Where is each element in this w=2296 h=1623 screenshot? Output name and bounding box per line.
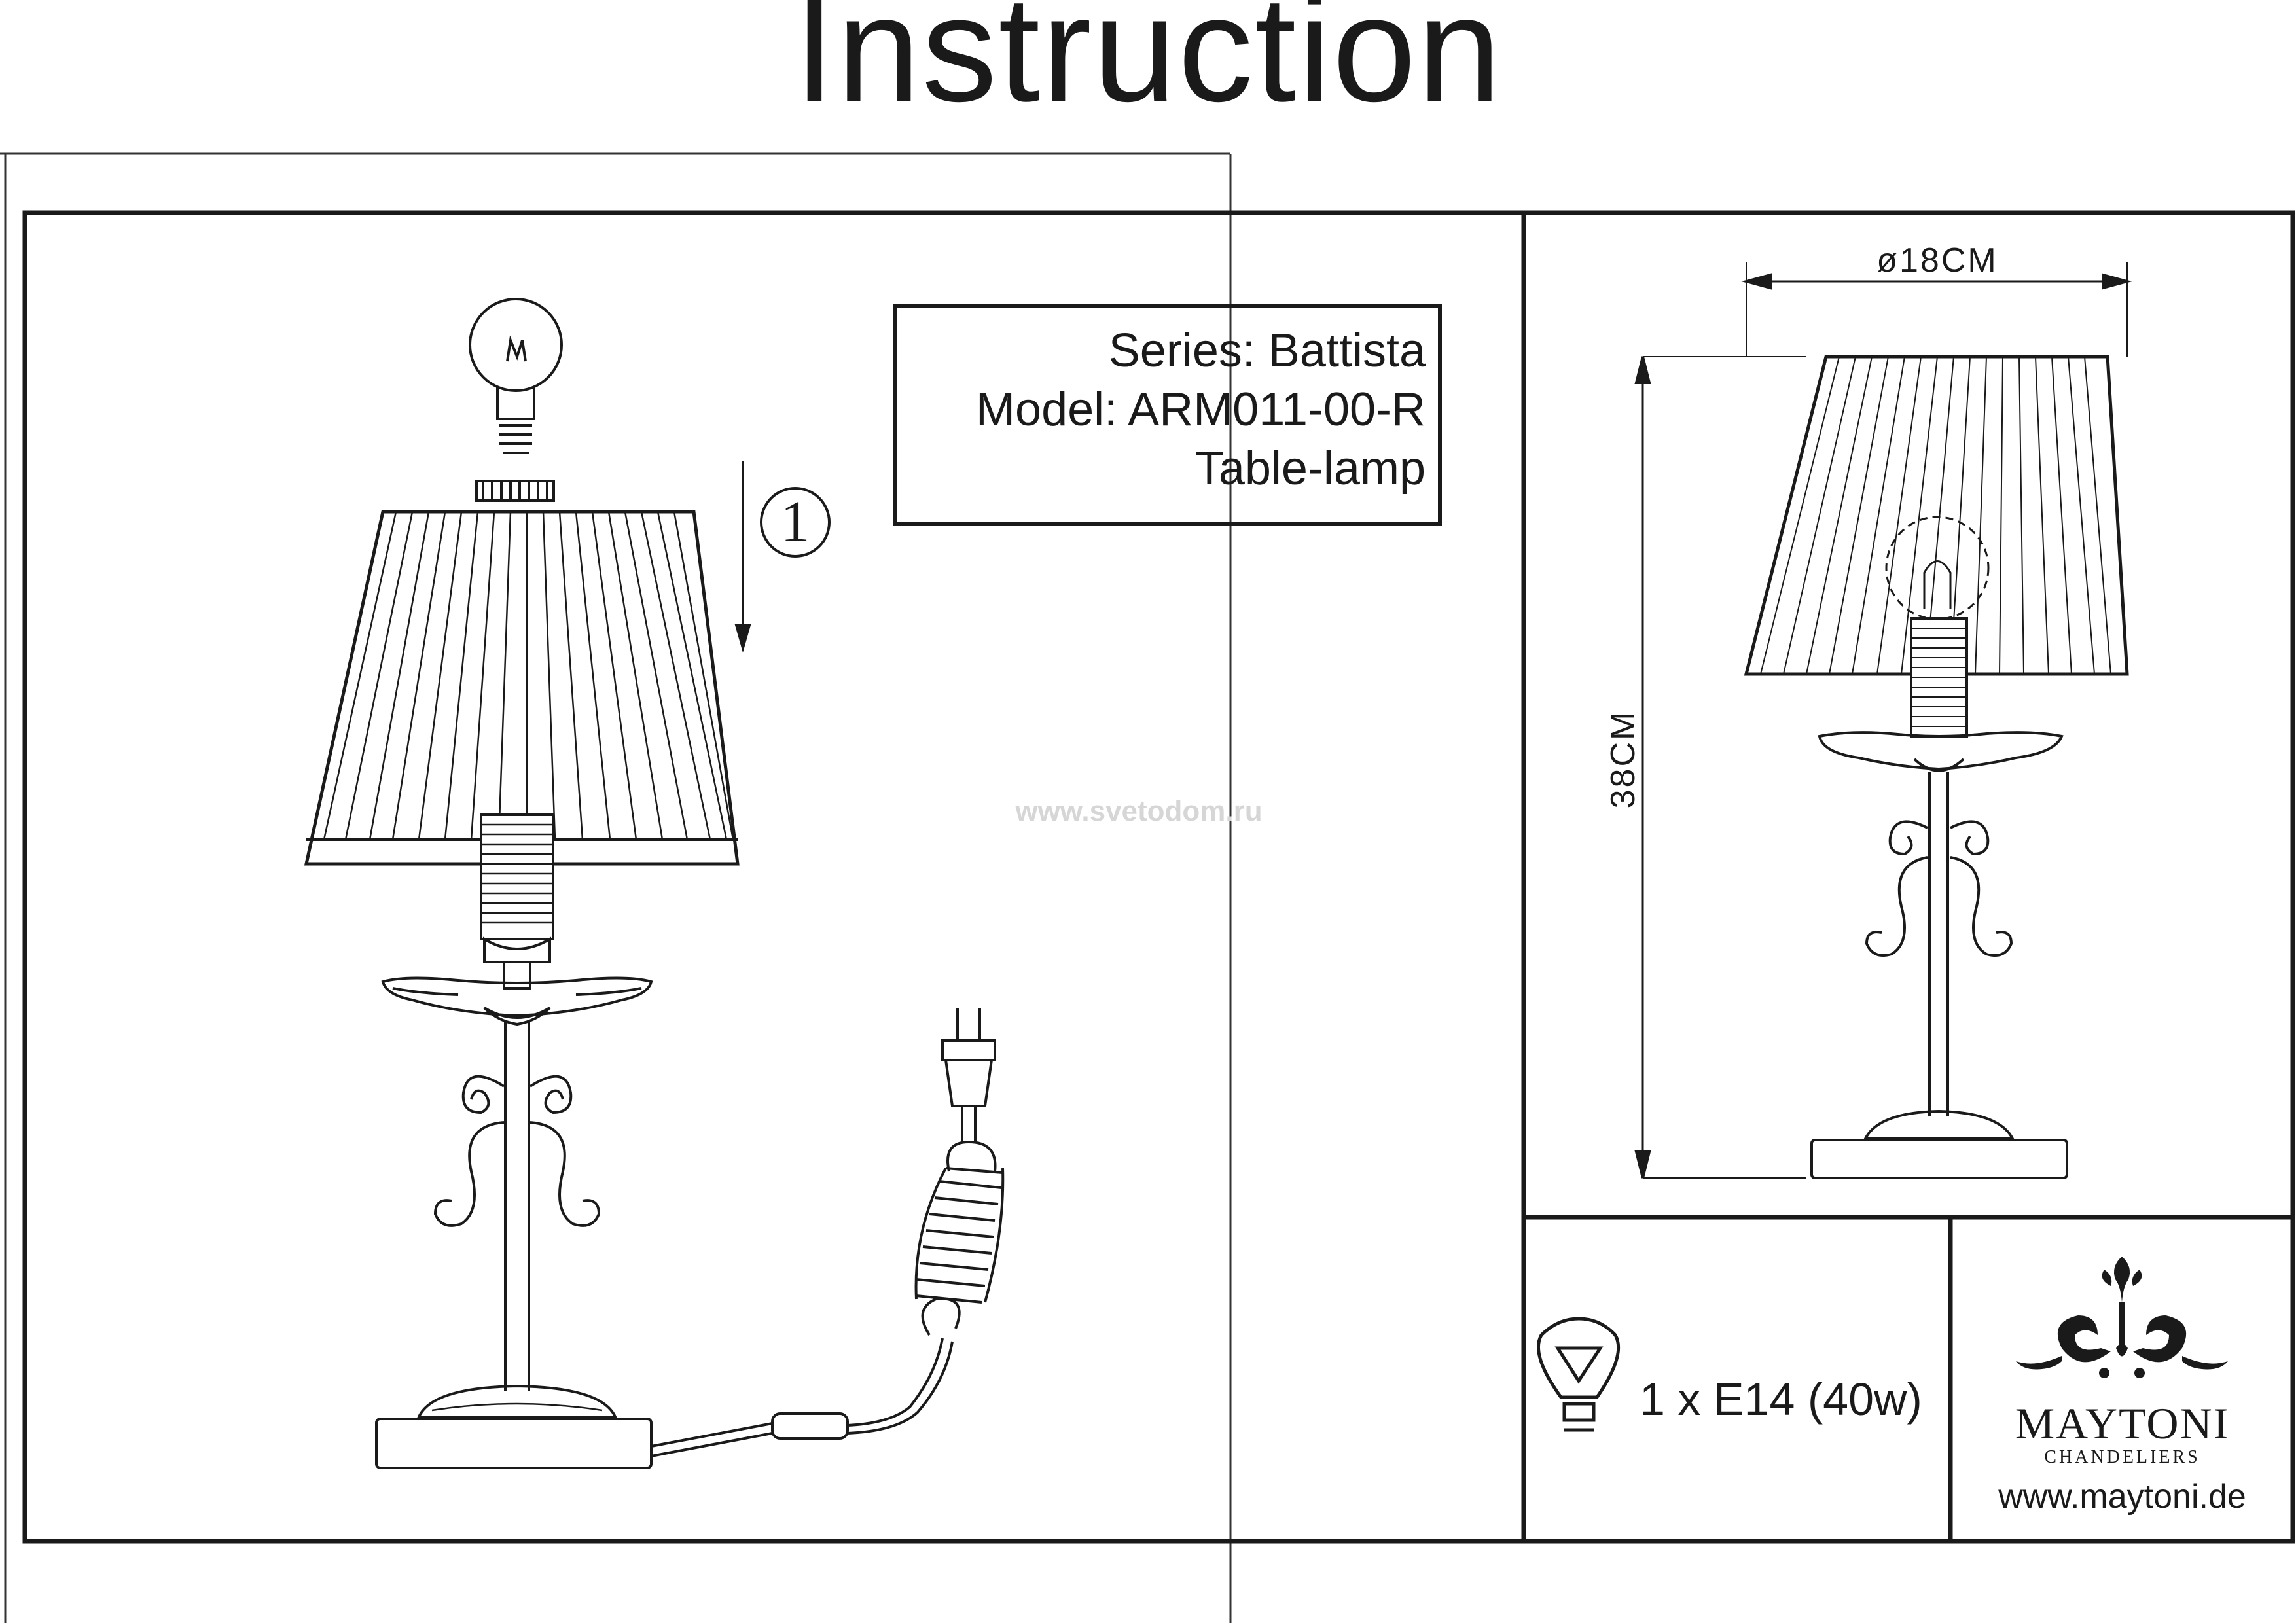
- dimension-drawing: [1634, 262, 2132, 1179]
- guide-frame: [0, 152, 1232, 1623]
- brand-website: www.maytoni.de: [1998, 1478, 2246, 1516]
- main-frame: [22, 210, 2295, 1544]
- lamp-stem: [504, 1021, 530, 1391]
- lamp-base: [375, 1384, 653, 1469]
- series-label: Series: Battista: [1108, 325, 1426, 377]
- socket: [480, 813, 554, 990]
- drip-tray: [381, 976, 653, 1026]
- shade-ring: [475, 480, 555, 502]
- product-type-label: Table-lamp: [1194, 442, 1426, 495]
- power-cord: [651, 1008, 1005, 1457]
- brand-name: MAYTONI: [2015, 1399, 2230, 1448]
- info-box: Series: Battista Model: ARM011-00-R Tabl…: [895, 306, 1426, 524]
- lampshade: [304, 510, 740, 866]
- bulb-illustration: [469, 298, 563, 454]
- diameter-label: ø18CM: [1876, 241, 1998, 279]
- model-label: Model: ARM011-00-R: [976, 383, 1426, 436]
- brand-tagline: CHANDELIERS: [2044, 1447, 2200, 1467]
- info-box-border: [893, 304, 1442, 526]
- bulb-spec-icon: [1536, 1317, 1621, 1432]
- step-arrow: [734, 461, 751, 653]
- height-label: 38CM: [1604, 709, 1642, 809]
- exploded-lamp-drawing: [304, 298, 1005, 1469]
- watermark: www.svetodom.ru: [1015, 795, 1263, 827]
- bulb-spec-text: 1 x E14 (40w): [1640, 1374, 1922, 1425]
- maytoni-logo-ornament: [2016, 1257, 2228, 1378]
- scroll-ornaments: [433, 1075, 601, 1227]
- step-number: 1: [780, 490, 810, 554]
- page-title: Instruction: [793, 0, 1503, 133]
- step-number-circle: [760, 487, 831, 558]
